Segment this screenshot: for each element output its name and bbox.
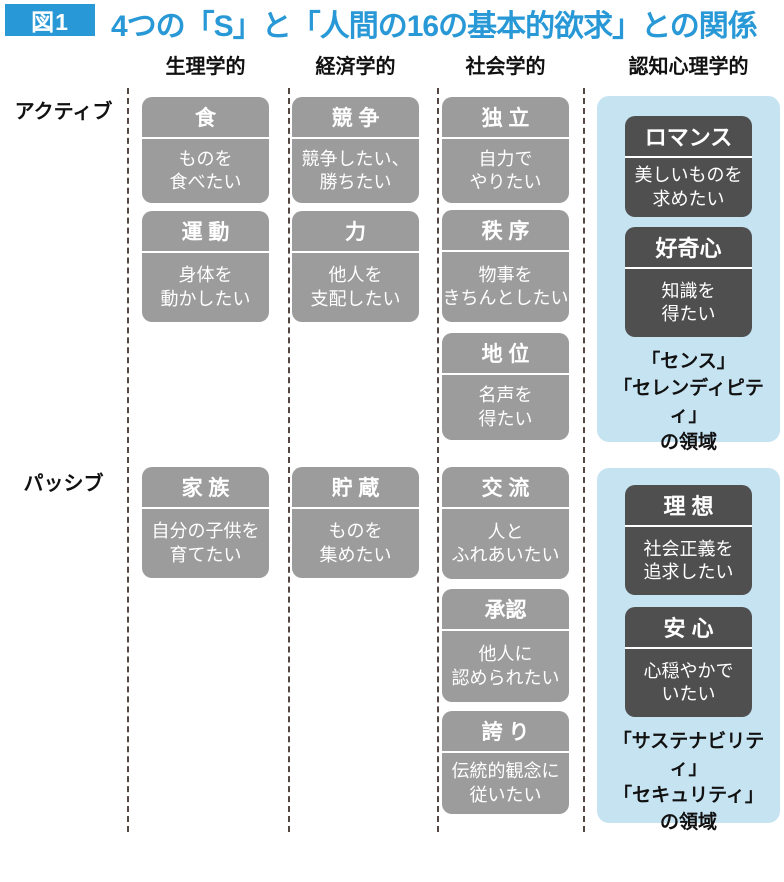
card-desc: 名声を 得たい bbox=[478, 385, 533, 429]
card-divider bbox=[142, 137, 269, 139]
card-title: 理 想 bbox=[663, 494, 714, 519]
card-desc: 人と ふれあいたい bbox=[451, 521, 560, 565]
column-header-cognitive: 認知心理学的 bbox=[628, 56, 749, 78]
card-divider bbox=[442, 373, 569, 375]
card-divider bbox=[442, 629, 569, 631]
column-divider-line bbox=[437, 88, 439, 832]
card-romance: ロマンス 美しいものを 求めたい bbox=[625, 116, 752, 217]
card-eating: 食 ものを 食べたい bbox=[142, 97, 269, 203]
card-title: 交 流 bbox=[481, 477, 530, 500]
card-idealism: 理 想 社会正義を 追求したい bbox=[625, 485, 752, 595]
card-desc: 伝統的観念に 従いたい bbox=[451, 761, 560, 805]
column-header-sociological: 社会学的 bbox=[465, 56, 546, 78]
card-physical-activity: 運 動 身体を 動かしたい bbox=[142, 211, 269, 322]
card-divider bbox=[625, 525, 752, 527]
column-divider-line bbox=[583, 88, 585, 832]
figure-title: 4つの「S」と「人間の16の基本的欲求」との関係 bbox=[111, 10, 758, 43]
figure-number-badge: 図1 bbox=[5, 4, 95, 36]
card-honor: 誇 り 伝統的観念に 従いたい bbox=[442, 711, 569, 814]
card-desc: 美しいものを 求めたい bbox=[634, 165, 743, 209]
card-title: 誇 り bbox=[481, 721, 530, 744]
column-header-physiological: 生理学的 bbox=[165, 56, 246, 78]
card-tranquility: 安 心 心穏やかで いたい bbox=[625, 607, 752, 717]
panel-cognitive-active: ロマンス 美しいものを 求めたい 好奇心 知識を 得たい 「センス」 「セレンデ… bbox=[597, 96, 780, 453]
card-divider bbox=[292, 507, 419, 509]
card-desc: 社会正義を 追求したい bbox=[643, 538, 734, 582]
card-desc: 競争したい、 勝ちたい bbox=[301, 148, 410, 192]
card-desc: 身体を 動かしたい bbox=[160, 265, 251, 309]
card-divider bbox=[442, 137, 569, 139]
card-title: 貯 蔵 bbox=[331, 477, 380, 500]
column-divider-line bbox=[288, 88, 290, 832]
panel-cognitive-passive: 理 想 社会正義を 追求したい 安 心 心穏やかで いたい 「サステナビリティ」… bbox=[597, 468, 780, 833]
card-title: 食 bbox=[195, 107, 216, 130]
card-title: ロマンス bbox=[644, 125, 733, 150]
card-divider bbox=[292, 251, 419, 253]
card-family: 家 族 自分の子供を 育てたい bbox=[142, 467, 269, 578]
panel-caption-sense-serendipity: 「センス」 「セレンディピティ」 の領域 bbox=[613, 351, 764, 453]
card-desc: ものを 食べたい bbox=[169, 148, 242, 192]
card-desc: 自分の子供を 育てたい bbox=[151, 521, 260, 565]
card-divider bbox=[442, 751, 569, 753]
column-header-economic: 経済学的 bbox=[315, 56, 396, 78]
card-independence: 独 立 自力で やりたい bbox=[442, 97, 569, 203]
card-divider bbox=[442, 507, 569, 509]
card-acceptance: 承認 他人に 認められたい bbox=[442, 589, 569, 702]
card-divider bbox=[292, 137, 419, 139]
card-desc: 他人を 支配したい bbox=[310, 265, 401, 309]
row-label-passive: パッシブ bbox=[23, 473, 104, 495]
card-curiosity: 好奇心 知識を 得たい bbox=[625, 227, 752, 337]
card-divider bbox=[442, 250, 569, 252]
card-social-contact: 交 流 人と ふれあいたい bbox=[442, 467, 569, 579]
card-desc: 物事を きちんとしたい bbox=[442, 264, 569, 308]
card-competition: 競 争 競争したい、 勝ちたい bbox=[292, 97, 419, 203]
panel-caption-sustainability-security: 「サステナビリティ」 「セキュリティ」 の領域 bbox=[612, 731, 765, 833]
card-title: 地 位 bbox=[481, 343, 530, 366]
card-divider bbox=[142, 507, 269, 509]
card-desc: 自力で やりたい bbox=[469, 148, 542, 192]
card-title: 好奇心 bbox=[655, 236, 722, 261]
card-desc: 知識を 得たい bbox=[661, 280, 716, 324]
card-title: 家 族 bbox=[181, 477, 230, 500]
card-title: 承認 bbox=[484, 599, 527, 622]
card-saving: 貯 蔵 ものを 集めたい bbox=[292, 467, 419, 578]
card-order: 秩 序 物事を きちんとしたい bbox=[442, 210, 569, 322]
row-label-active: アクティブ bbox=[14, 101, 113, 123]
card-divider bbox=[142, 251, 269, 253]
card-title: 力 bbox=[345, 221, 366, 244]
card-divider bbox=[625, 156, 752, 158]
card-divider bbox=[625, 647, 752, 649]
card-title: 運 動 bbox=[181, 221, 230, 244]
card-desc: 心穏やかで いたい bbox=[643, 660, 734, 704]
card-desc: 他人に 認められたい bbox=[451, 644, 560, 688]
card-desc: ものを 集めたい bbox=[319, 521, 392, 565]
column-divider-line bbox=[127, 88, 129, 832]
card-title: 独 立 bbox=[481, 107, 530, 130]
card-status: 地 位 名声を 得たい bbox=[442, 333, 569, 440]
card-power: 力 他人を 支配したい bbox=[292, 211, 419, 322]
card-title: 安 心 bbox=[663, 616, 714, 641]
card-title: 競 争 bbox=[331, 107, 380, 130]
card-divider bbox=[625, 267, 752, 269]
card-title: 秩 序 bbox=[481, 220, 530, 243]
